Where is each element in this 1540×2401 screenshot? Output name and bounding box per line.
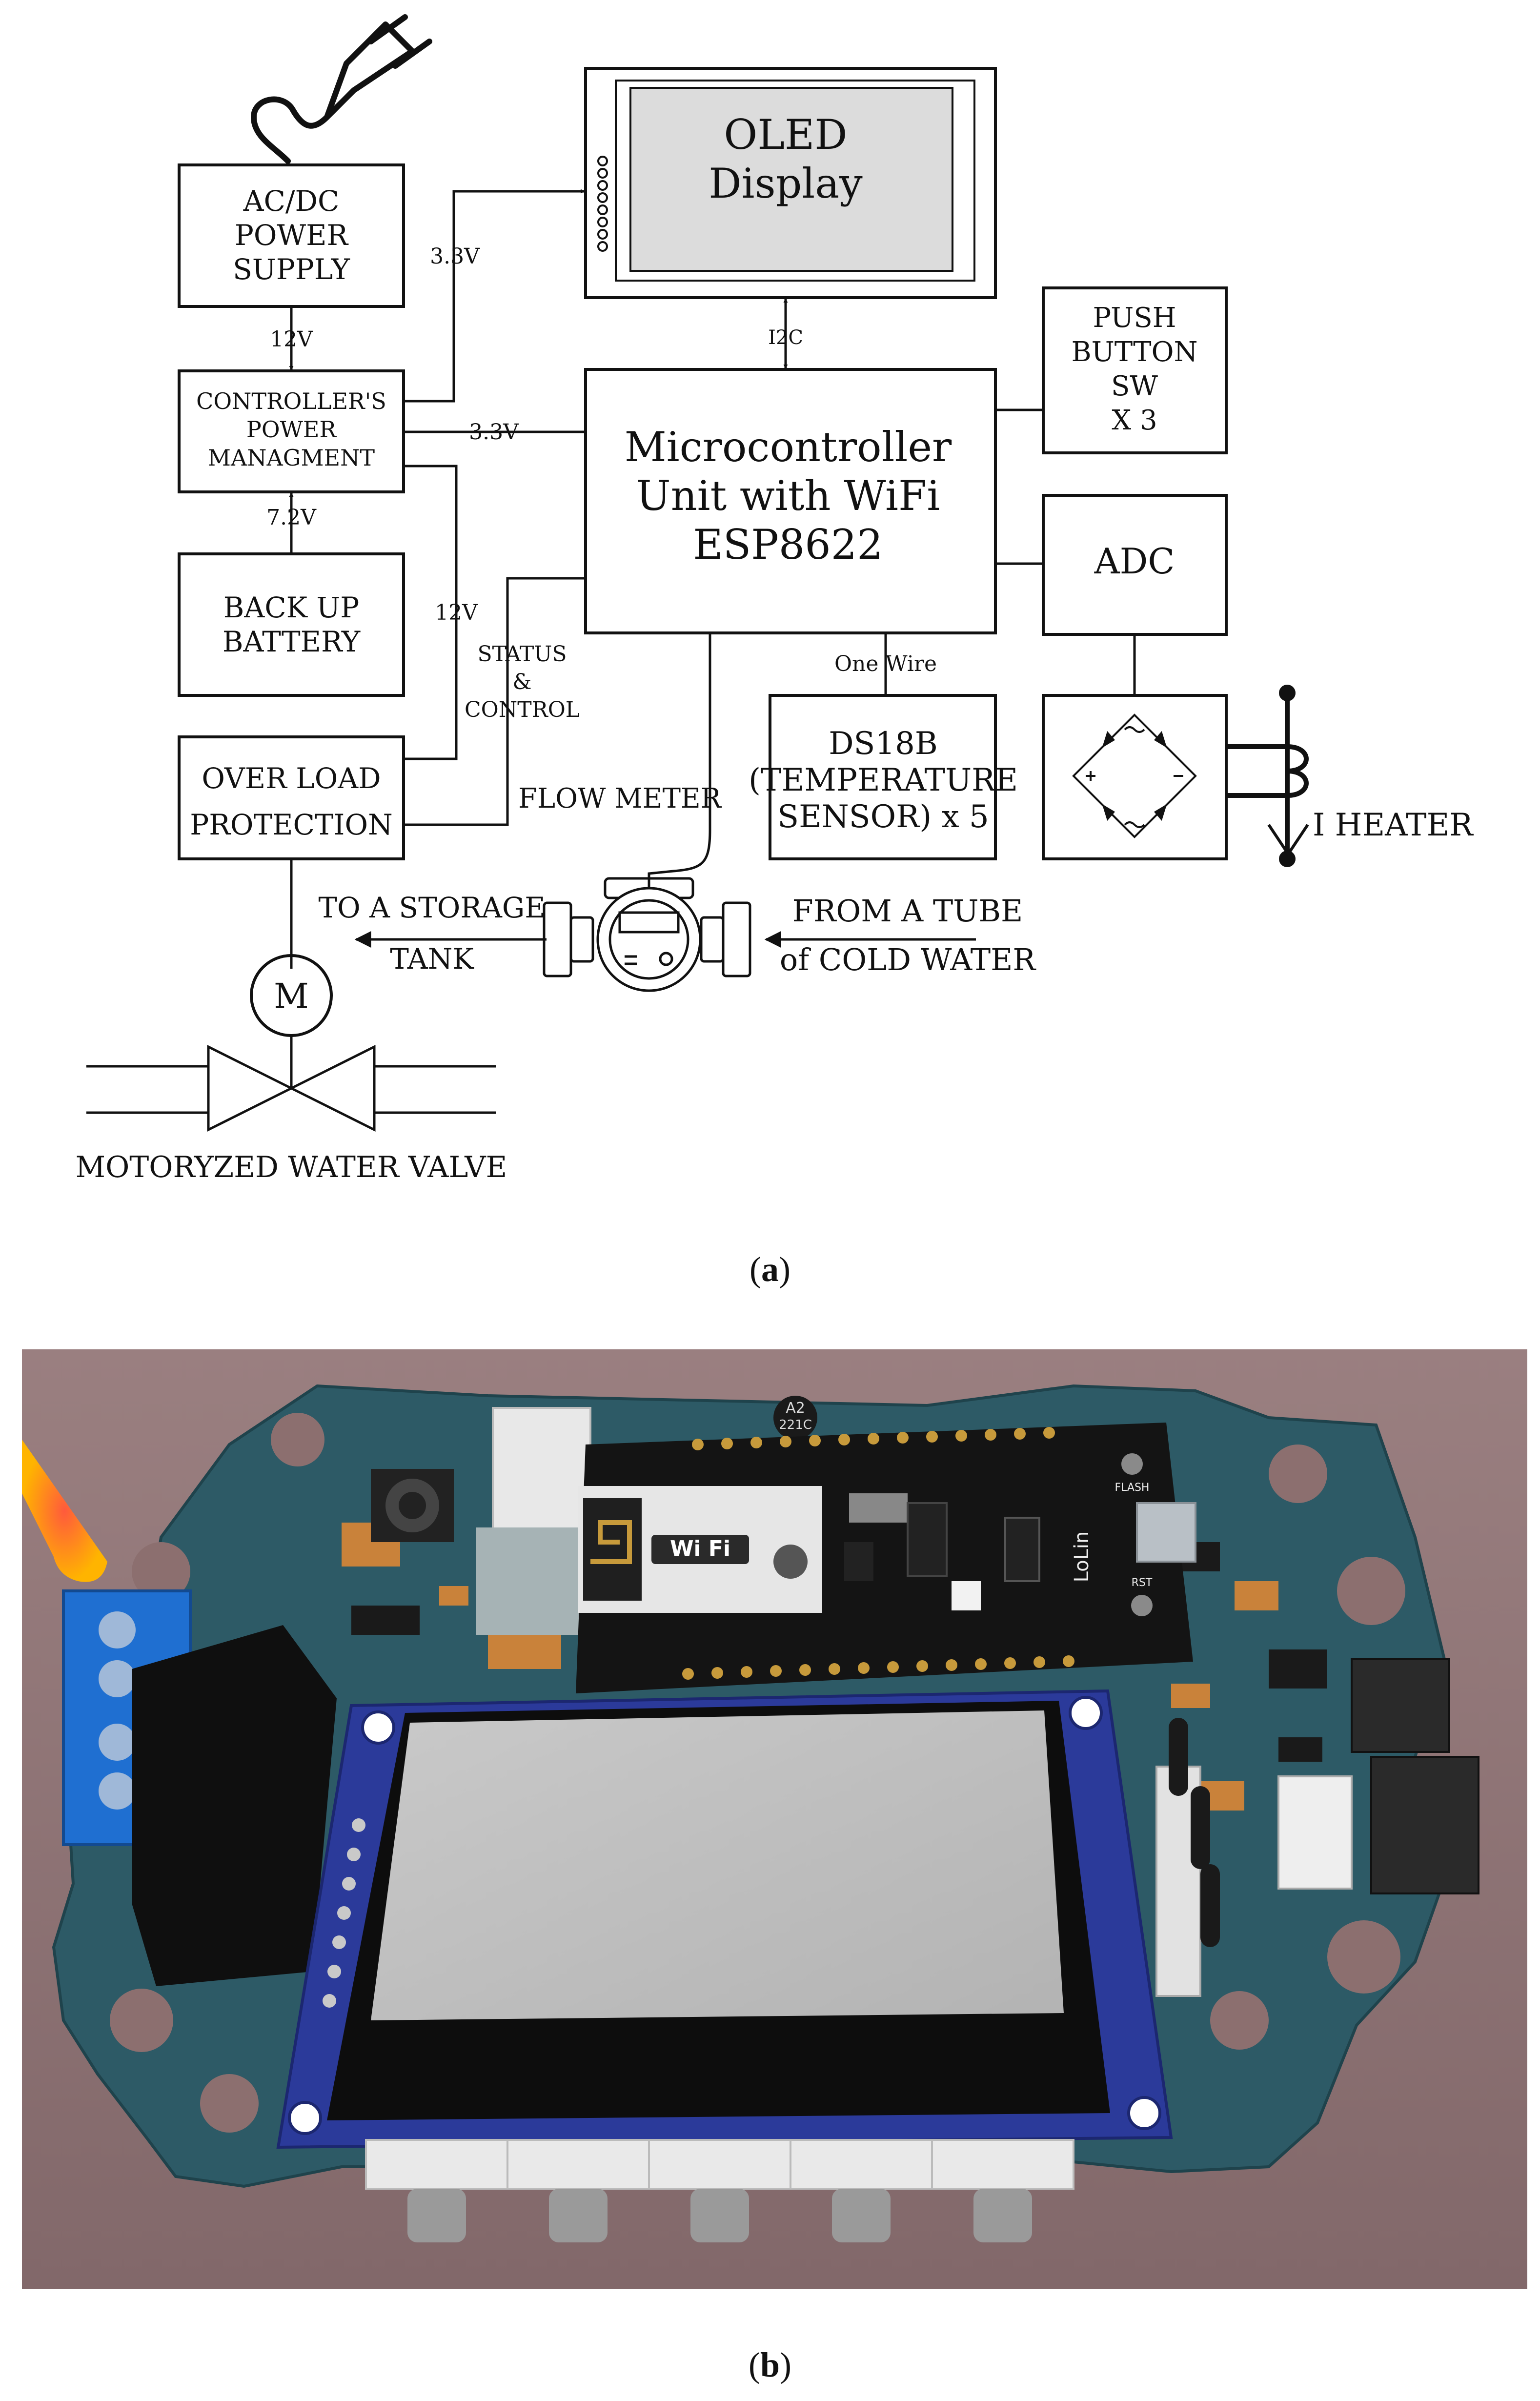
from-tube-label-line-1: FROM A TUBE: [792, 893, 1023, 929]
ds18b-label-line-1: DS18B: [829, 726, 938, 762]
ac-dc-label-line-3: SUPPLY: [233, 253, 350, 286]
rst-label: RST: [1132, 1577, 1153, 1589]
oled-module: [276, 1689, 1173, 2149]
push-button-label-line-3: SW: [1111, 370, 1158, 402]
tactile-buttons-row: [365, 2139, 1074, 2242]
oled-label-line-2: Display: [709, 160, 863, 207]
mcu-label-line-2: Unit with WiFi: [636, 472, 940, 520]
valve-label: MOTORYZED WATER VALVE: [76, 1150, 507, 1184]
pcb-render: A2 221C Wi Fi: [22, 1349, 1527, 2289]
controller-power-label-line-1: CONTROLLER'S: [196, 388, 386, 414]
ds18b-box: [769, 694, 997, 860]
lolin-label: LoLin: [1071, 1531, 1093, 1583]
edge-33v-mid: 3.3V: [469, 420, 519, 445]
diagram-labels: AC/DCPOWERSUPPLYOLEDDisplayPUSHBUTTONSWX…: [76, 111, 1474, 1184]
oled-pin-header: [597, 156, 608, 252]
edge-72v: 7.2V: [266, 505, 317, 530]
wifi-logo-text: Wi Fi: [670, 1536, 730, 1561]
flow-meter-icon: [543, 877, 751, 992]
caption-a: (a): [750, 1250, 790, 1289]
bridge-rectifier-box: [1042, 694, 1228, 860]
push-button-box: [1042, 286, 1228, 454]
usb-connector: [1136, 1502, 1196, 1563]
oled-screen-glass: [371, 1710, 1064, 2020]
heater-label: I HEATER: [1313, 807, 1474, 843]
connection-lines: [289, 189, 1136, 969]
overload-label-line-2: PROTECTION: [190, 808, 393, 841]
relay: [132, 1625, 337, 1986]
capacitor-label-a2: A2: [786, 1400, 805, 1417]
motor-label: M: [274, 976, 309, 1016]
oled-display-screen: [629, 87, 953, 272]
capacitor-label-221c: 221C: [779, 1418, 812, 1432]
inductor: [371, 1469, 454, 1542]
edge-i2c: I2C: [768, 326, 803, 349]
ac-dc-label-line-2: POWER: [235, 219, 349, 252]
from-tube-label-line-2: of COLD WATER: [780, 942, 1036, 977]
electrolytic-capacitor: [773, 1396, 817, 1440]
oled-display-outer: [584, 67, 997, 299]
bridge-rectifier-icon: [1072, 713, 1197, 838]
edge-status-control-line-2: &: [512, 670, 531, 694]
rst-button: [1131, 1595, 1153, 1616]
edge-status-control-line-3: CONTROL: [465, 697, 580, 722]
edge-12v-side: 12V: [435, 600, 478, 625]
mounting-holes: [110, 1413, 1405, 2133]
mcu-label-line-1: Microcontroller: [625, 423, 952, 471]
flow-meter-label: FLOW METER: [518, 783, 722, 814]
edge-one-wire: One Wire: [834, 651, 937, 676]
power-plug-icon: [251, 14, 432, 164]
ds18b-label-line-3: SENSOR) x 5: [777, 799, 989, 835]
flash-button: [1121, 1453, 1143, 1475]
push-button-label-line-2: BUTTON: [1072, 336, 1198, 368]
backup-battery-label-line-1: BACK UP: [223, 591, 360, 624]
pin-header-connectors: [1277, 1658, 1479, 1894]
push-button-label-line-4: X 3: [1112, 405, 1157, 436]
jst-connector: [476, 1407, 593, 1635]
right-side-buttons: [1155, 1718, 1220, 1997]
overload-label-line-1: OVER LOAD: [202, 762, 381, 795]
edge-status-control-line-1: STATUS: [477, 642, 567, 667]
water-valve-icon: [86, 1044, 496, 1132]
heater-coil-icon: [1226, 685, 1309, 867]
ds18b-label-line-2: (TEMPERATURE: [749, 762, 1018, 798]
flash-label: FLASH: [1115, 1482, 1150, 1494]
mcu-label-line-3: ESP8622: [693, 521, 883, 569]
block-diagram: [86, 14, 1309, 1132]
edge-33v-top: 3.3V: [430, 244, 480, 269]
edge-12v-top: 12V: [270, 327, 313, 352]
nodemcu-board: Wi Fi LoLin FLASH RST: [576, 1423, 1196, 1693]
mcu-box: [584, 368, 997, 634]
ac-dc-label-line-1: AC/DC: [243, 184, 340, 218]
controller-power-label-line-2: POWER: [246, 416, 337, 443]
push-button-label-line-1: PUSH: [1093, 302, 1176, 334]
light-source-icon: [22, 1440, 107, 1582]
backup-battery-box: [178, 552, 405, 697]
adc-label: ADC: [1094, 541, 1175, 582]
to-storage-label-line-1: TO A STORAGE: [318, 891, 545, 924]
controller-power-label-line-3: MANAGMENT: [208, 445, 375, 471]
to-storage-label-line-2: TANK: [390, 942, 474, 976]
caption-b: (b): [748, 2345, 791, 2384]
backup-battery-label-line-2: BATTERY: [223, 625, 361, 658]
oled-label-line-1: OLED: [724, 111, 847, 159]
